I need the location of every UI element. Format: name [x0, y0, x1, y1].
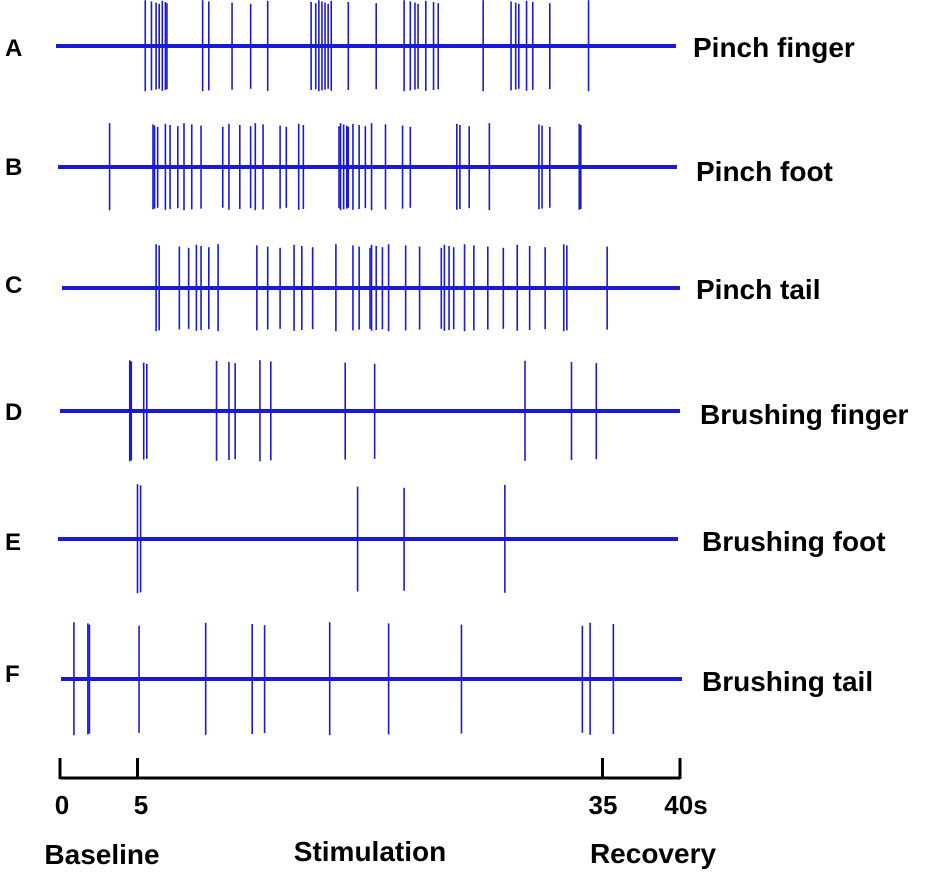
- trace-pinch-foot: [58, 123, 677, 211]
- trace-brushing-foot: [58, 484, 678, 594]
- trace-brushing-tail: [61, 622, 682, 736]
- tick-label-35: 35: [589, 790, 618, 820]
- panel-letter-c: C: [5, 272, 22, 299]
- trace-pinch-tail: [62, 244, 680, 332]
- phase-label-recovery: Recovery: [590, 838, 717, 869]
- panel-letter-d: D: [5, 399, 22, 426]
- panel-letter-b: B: [5, 154, 22, 181]
- time-axis: [58, 758, 682, 780]
- tick-label-40s: 40s: [664, 790, 707, 820]
- trace-label-brushing-foot: Brushing foot: [702, 526, 886, 557]
- trace-label-brushing-finger: Brushing finger: [700, 399, 909, 430]
- panel-letter-f: F: [5, 661, 20, 688]
- panel-letter-e: E: [5, 529, 21, 556]
- panel-letter-a: A: [5, 35, 22, 62]
- trace-label-pinch-finger: Pinch finger: [693, 32, 855, 63]
- tick-label-5: 5: [134, 790, 148, 820]
- trace-label-pinch-tail: Pinch tail: [696, 274, 820, 305]
- trace-label-brushing-tail: Brushing tail: [702, 666, 873, 697]
- trace-label-pinch-foot: Pinch foot: [696, 156, 833, 187]
- phase-label-baseline: Baseline: [44, 839, 159, 870]
- tick-label-0: 0: [55, 790, 69, 820]
- trace-pinch-finger: [56, 0, 676, 92]
- trace-brushing-finger: [60, 360, 680, 462]
- phase-label-stimulation: Stimulation: [294, 836, 446, 867]
